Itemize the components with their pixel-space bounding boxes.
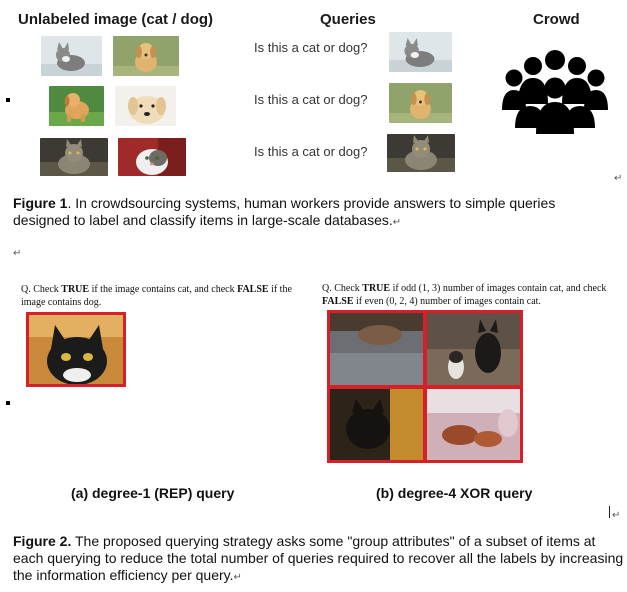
xor-query-prefix: Q. Check <box>322 283 363 294</box>
query-text: Is this a cat or dog? <box>254 40 368 55</box>
rep-query-suffix: if the image contains dog. <box>21 284 292 308</box>
cat-photo <box>118 138 186 176</box>
figure-1-caption: Figure 1. In crowdsourcing systems, huma… <box>13 195 613 229</box>
dog-photo <box>115 86 176 126</box>
query-text: Is this a cat or dog? <box>254 144 368 159</box>
xor-query-middle: if odd (1, 3) number of images contain c… <box>390 283 607 294</box>
dog-photo <box>113 36 179 76</box>
header-queries: Queries <box>320 11 376 28</box>
header-crowd: Crowd <box>533 11 580 28</box>
xor-query-question: Q. Check TRUE if odd (1, 3) number of im… <box>322 282 612 308</box>
cat-photo <box>387 134 455 172</box>
xor-query-false: FALSE <box>322 296 354 307</box>
cat-photo <box>41 36 102 76</box>
figure-1-caption-text: . In crowdsourcing systems, human worker… <box>13 195 556 228</box>
xor-query-suffix: if even (0, 2, 4) number of images conta… <box>353 296 541 307</box>
dog-photo <box>389 83 452 123</box>
cat-photo <box>389 32 452 72</box>
rep-query-true: TRUE <box>61 284 90 295</box>
rep-query-question: Q. Check TRUE if the image contains cat,… <box>21 283 307 309</box>
xor-query-subcaption: (b) degree-4 XOR query <box>376 485 533 501</box>
rep-query-middle: if the image contains cat, and check <box>89 284 238 295</box>
query-text: Is this a cat or dog? <box>254 92 368 107</box>
header-unlabeled-image: Unlabeled image (cat / dog) <box>18 11 214 28</box>
xor-query-image-grid <box>327 310 523 463</box>
figure-2-label: Figure 2. <box>13 533 72 549</box>
text-cursor <box>609 506 610 518</box>
cat-photo <box>40 138 108 176</box>
paragraph-mark: ↵ <box>392 217 402 228</box>
figure-1-label: Figure 1 <box>13 195 68 211</box>
paragraph-mark: ↵ <box>233 572 242 583</box>
xor-query-true: TRUE <box>362 283 391 294</box>
rep-query-subcaption: (a) degree-1 (REP) query <box>71 485 235 501</box>
rep-query-prefix: Q. Check <box>21 284 62 295</box>
paragraph-mark: ↵ <box>612 510 621 521</box>
list-bullet <box>6 401 10 405</box>
figure-2-caption-text: The proposed querying strategy asks some… <box>13 533 624 583</box>
figure-2-caption: Figure 2. The proposed querying strategy… <box>13 533 625 584</box>
paragraph-mark: ↵ <box>614 173 623 184</box>
list-bullet <box>6 98 10 102</box>
paragraph-mark: ↵ <box>13 248 22 259</box>
dog-photo <box>49 86 104 126</box>
rep-query-false: FALSE <box>237 284 269 295</box>
rep-query-cat-photo <box>26 312 126 387</box>
crowd-icon <box>500 48 610 134</box>
